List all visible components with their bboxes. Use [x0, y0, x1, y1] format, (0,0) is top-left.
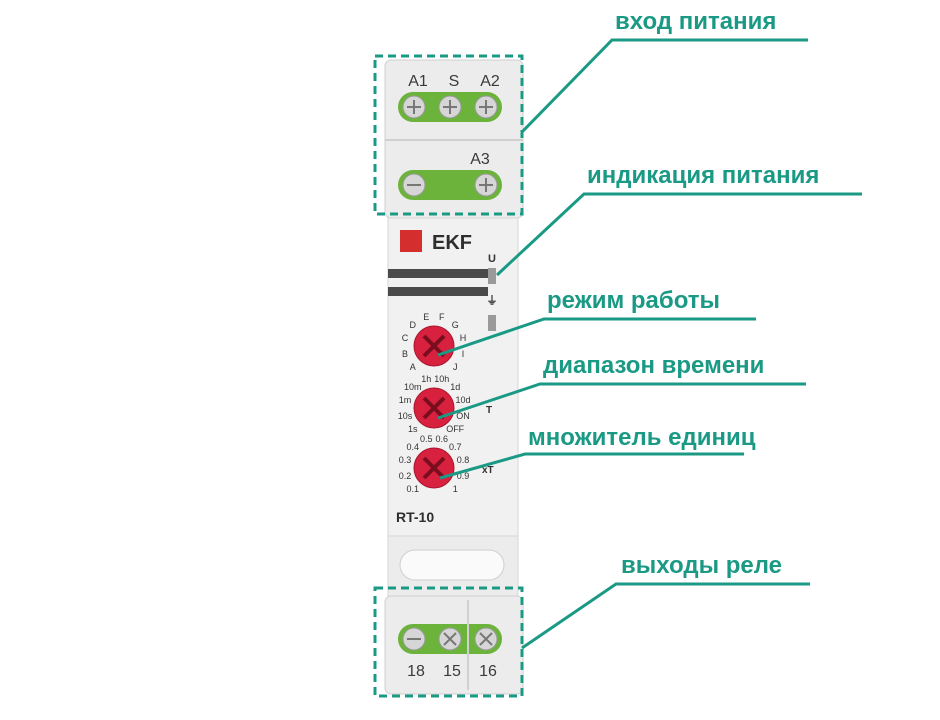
mode-dial-label: B — [402, 349, 408, 359]
brand-logo: EKF — [432, 232, 472, 254]
ekf-logo-icon — [400, 230, 422, 252]
screw-icon — [474, 95, 498, 119]
outputs-highlight — [373, 586, 524, 698]
mid-terminal-strip — [398, 170, 502, 200]
mult-dial-label: 0.5 — [420, 434, 433, 444]
terminal-label-15: 15 — [443, 663, 461, 680]
mode-dial[interactable] — [413, 325, 455, 367]
range-dial-label: 10s — [398, 411, 413, 421]
range-dial-label: ON — [456, 411, 470, 421]
leader-line-time-range — [437, 382, 806, 420]
screw-icon — [402, 173, 426, 197]
dial-range-side-label: T — [486, 405, 492, 416]
screw-icon — [438, 95, 462, 119]
mult-dial-label: 0.6 — [436, 434, 449, 444]
mode-dial-label: I — [462, 349, 465, 359]
mode-dial-label: J — [453, 362, 458, 372]
terminal-label-s: S — [449, 73, 460, 90]
terminal-label-a2: A2 — [480, 73, 500, 90]
power-input-highlight — [373, 54, 524, 216]
label-window — [399, 549, 505, 581]
screw-icon — [402, 627, 426, 651]
range-dial-label: 1s — [408, 424, 418, 434]
range-dial-label: 10m — [404, 382, 422, 392]
callout-mode: режим работы — [547, 287, 721, 314]
led-label-relay: ⏚ — [487, 294, 498, 307]
screw-icon — [438, 627, 462, 651]
led-label-u: U — [488, 253, 496, 265]
multiplier-dial[interactable] — [413, 447, 455, 489]
mult-dial-label: 0.9 — [457, 471, 470, 481]
dial-mult-side-label: xT — [482, 465, 494, 476]
range-dial-label: 10d — [455, 395, 470, 405]
terminal-label-16: 16 — [479, 663, 497, 680]
callout-power-indication: индикация питания — [587, 162, 820, 189]
leader-line-power-indication — [495, 192, 862, 277]
time-range-dial[interactable] — [413, 387, 455, 429]
leader-line-mode — [437, 317, 756, 357]
mode-dial-label: A — [410, 362, 416, 372]
callout-relay-outputs: выходы реле — [621, 552, 783, 579]
mode-dial-label: G — [452, 320, 459, 330]
terminal-label-a1: A1 — [408, 73, 428, 90]
mult-dial-label: 0.8 — [457, 455, 470, 465]
range-dial-label: OFF — [446, 424, 464, 434]
relay-device: A1 S A2 A3 EKF U — [384, 59, 524, 695]
mult-dial-label: 0.7 — [449, 442, 462, 452]
range-dial-label: 10h — [434, 374, 449, 384]
mult-dial-label: 0.4 — [407, 442, 420, 452]
model-label: RT-10 — [396, 509, 434, 525]
panel-stripe — [388, 287, 488, 296]
leader-line-multiplier — [439, 452, 744, 480]
mult-dial-label: 0.1 — [407, 484, 420, 494]
callout-multiplier: множитель единиц — [528, 424, 756, 451]
mode-dial-label: F — [439, 312, 445, 322]
panel-stripe — [388, 269, 488, 278]
callout-power-input: вход питания — [615, 8, 777, 35]
leader-line-power-input — [520, 38, 808, 134]
mult-dial-label: 0.2 — [399, 471, 412, 481]
screw-icon — [474, 173, 498, 197]
range-dial-label: 1m — [399, 395, 412, 405]
mult-dial-label: 0.3 — [399, 455, 412, 465]
terminal-label-a3: A3 — [470, 151, 490, 168]
relay-led — [488, 315, 496, 331]
mode-dial-label: D — [410, 320, 417, 330]
mode-dial-label: E — [423, 312, 429, 322]
leader-line-outputs — [521, 582, 810, 650]
range-dial-label: 1h — [421, 374, 431, 384]
power-led — [488, 268, 496, 284]
mode-dial-label: C — [402, 333, 409, 343]
callout-time-range: диапазон времени — [543, 352, 765, 379]
terminal-label-18: 18 — [407, 663, 425, 680]
mode-dial-label: H — [460, 333, 467, 343]
mult-dial-label: 1 — [453, 484, 458, 494]
screw-icon — [474, 627, 498, 651]
range-dial-label: 1d — [450, 382, 460, 392]
screw-icon — [402, 95, 426, 119]
